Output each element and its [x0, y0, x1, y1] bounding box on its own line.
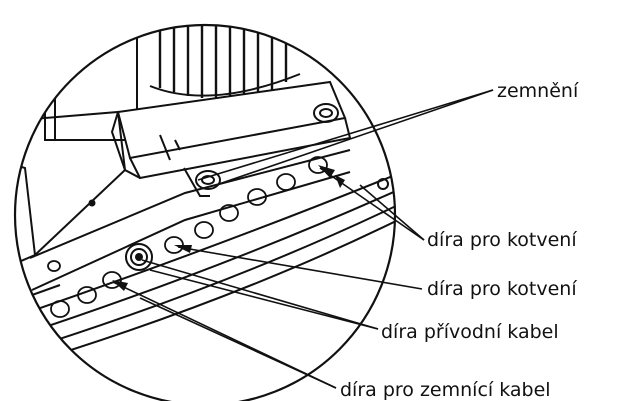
callout-labels: zemnění díra pro kotvení díra pro kotven… — [340, 80, 579, 401]
leader-lines — [112, 89, 494, 389]
leader-dira-zemnici — [112, 280, 337, 389]
label-zemneni: zemnění — [497, 80, 579, 102]
base-ring — [15, 174, 395, 373]
label-dira-kotveni-1: díra pro kotvení — [427, 229, 577, 251]
label-dira-privodni: díra přívodní kabel — [381, 321, 559, 343]
leader-dira-privodni — [141, 259, 379, 330]
mounting-screws — [195, 103, 339, 190]
cable-gland — [125, 243, 153, 271]
leader-dira-kotveni-2 — [174, 245, 423, 290]
mounting-bar — [110, 80, 352, 197]
label-dira-zemnici: díra pro zemnící kabel — [340, 379, 551, 401]
ring-edge-screw — [377, 178, 389, 190]
detail-view-circle — [13, 23, 397, 401]
front-plate-holes — [47, 156, 328, 318]
leader-zemneni — [197, 89, 494, 186]
label-dira-kotveni-2: díra pro kotvení — [427, 278, 577, 300]
leader-dira-kotveni-1 — [318, 165, 425, 241]
